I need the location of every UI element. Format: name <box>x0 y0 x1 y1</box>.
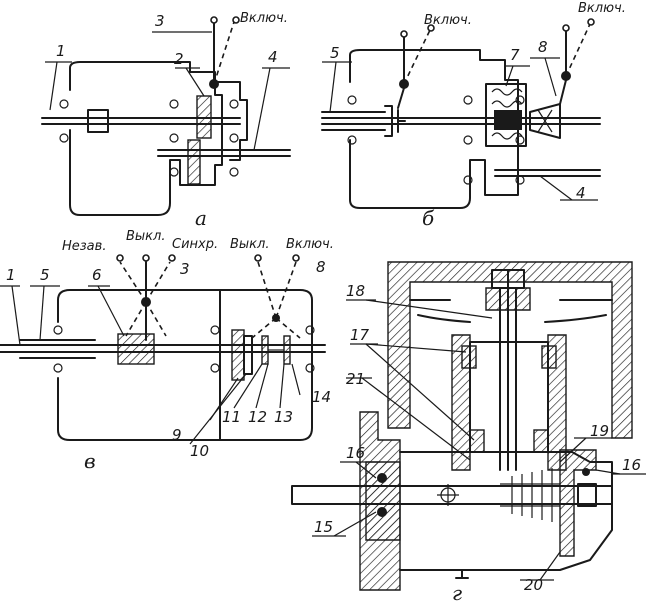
panel-b-sublabel: б <box>422 206 435 230</box>
label-g-15: 15 <box>314 518 333 536</box>
panel-a-sublabel: а <box>195 206 207 230</box>
label-v-13: 13 <box>274 408 293 426</box>
label-v-10: 10 <box>190 442 209 460</box>
label-v-14: 14 <box>312 388 331 406</box>
panel-v <box>0 254 326 445</box>
panel-a <box>41 16 291 216</box>
label-v-nezav: Незав. <box>62 239 106 254</box>
label-a-vkl: Включ. <box>240 11 288 26</box>
panel-b <box>321 18 601 209</box>
label-a-1: 1 <box>56 42 66 60</box>
label-b-8: 8 <box>538 38 548 56</box>
label-b-vkl-1: Включ. <box>424 13 472 28</box>
panel-g-sublabel: г <box>452 581 462 605</box>
label-g-20: 20 <box>524 576 543 594</box>
label-v-9: 9 <box>172 426 182 444</box>
label-v-sinhr: Синхр. <box>172 237 218 252</box>
label-b-5: 5 <box>330 44 340 62</box>
label-v-5: 5 <box>40 266 50 284</box>
label-a-4: 4 <box>268 48 278 66</box>
label-v-12: 12 <box>248 408 267 426</box>
label-v-3: 3 <box>180 260 190 278</box>
label-v-vykl-2: Выкл. <box>230 237 269 252</box>
label-a-3: 3 <box>155 12 165 30</box>
panel-g <box>291 261 646 591</box>
panel-v-sublabel: в <box>84 449 96 473</box>
label-a-2: 2 <box>174 50 184 68</box>
label-b-vkl-2: Включ. <box>578 1 626 16</box>
label-g-16-right: 16 <box>622 456 641 474</box>
label-b-7: 7 <box>510 46 520 64</box>
label-v-6: 6 <box>92 266 102 284</box>
label-g-18: 18 <box>346 282 365 300</box>
label-g-16-left: 16 <box>346 444 365 462</box>
label-v-1: 1 <box>6 266 16 284</box>
label-v-8: 8 <box>316 258 326 276</box>
label-v-vkl: Включ. <box>286 237 334 252</box>
label-g-19: 19 <box>590 422 609 440</box>
label-g-21: 21 <box>346 370 365 388</box>
label-v-11: 11 <box>222 408 241 426</box>
label-v-vykl-1: Выкл. <box>126 229 165 244</box>
label-g-17: 17 <box>350 326 370 344</box>
label-b-4: 4 <box>576 184 586 202</box>
